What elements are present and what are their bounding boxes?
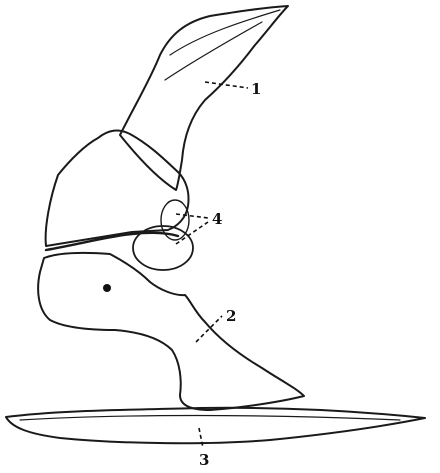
leader-line-4a	[176, 214, 208, 218]
upper-body	[46, 131, 189, 246]
label-2: 2	[226, 307, 236, 325]
lower-body	[38, 253, 304, 410]
label-1: 1	[251, 80, 261, 98]
leader-line-3	[199, 428, 203, 448]
label-4: 4	[212, 210, 222, 228]
upper-spine	[120, 6, 288, 190]
leader-line-2	[196, 316, 222, 342]
leader-line-1	[205, 82, 248, 88]
articular-facets	[133, 200, 193, 270]
label-3: 3	[199, 451, 209, 469]
base-plate	[6, 408, 425, 443]
